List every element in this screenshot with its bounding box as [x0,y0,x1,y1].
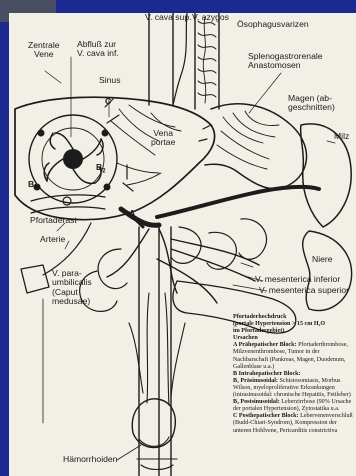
caption-a: A Prähepatischer Block: Pfortaderthrombo… [233,342,355,370]
caption-c-title: C Posthepatischer Block: [233,413,299,419]
oesophagus-varices [198,17,216,103]
kidney [303,231,352,311]
caption-heading: Pfortaderhochdruck (portale Hypertension… [233,314,355,335]
label-niere: Niere [312,255,333,264]
caption-b1: B₁ Präsinusoidal: Schistosomiasis, Morbu… [233,378,355,399]
label-sinus: Sinus [99,76,121,85]
label-vena-portae: Vena portae [151,129,175,148]
marker-a: A [129,209,135,218]
caption-b-title: B Intrahepatischer Block: [233,371,355,378]
caption-c: C Posthepatischer Block: Lebervenenversc… [233,413,355,434]
label-arterie: Arterie [40,235,65,244]
marker-c: C [105,97,111,106]
label-zentrale-vene: Zentrale Vene [28,41,60,60]
lower-veins [129,293,185,405]
splenic-vein [157,187,319,217]
label-v-mesenterica-inferior: V. mesenterica inferior [255,275,340,284]
vena-azygos [173,13,187,105]
central-vein [63,149,83,169]
stomach [205,104,307,189]
label-milz: Milz [334,132,349,141]
label-haemorrhoiden: Hämorrhoiden [63,455,117,464]
liver [15,97,215,220]
label-v-paraumbilicalis: V. para- umbilicalis (Caput medusae) [52,269,92,307]
marker-b2-sub: 2 [102,169,105,175]
caption-b2: B₂ Postsinusoidal: Leberzirrhose (90% Ur… [233,399,355,413]
label-splenogastrorenale: Splenogastrorenale Anastomosen [248,52,323,71]
umbilical-box [21,265,49,293]
caption-b2-title: B₂ Postsinusoidal: [233,399,280,405]
illustration-plate: V. cava sup. V. azygos Ösophagusvarizen … [9,13,356,476]
label-pfortaderast: Pfortaderast [30,216,77,225]
marker-b1-sub: 1 [34,186,37,192]
marker-b2: B2 [96,163,106,177]
label-oesophagusvarizen: Ösophagusvarizen [237,20,309,29]
vena-cava-superior [149,13,173,105]
stomach-vessels [217,111,279,169]
label-v-cava-sup: V. cava sup. [145,13,192,22]
marker-b1: B1 [28,180,38,194]
caption-a-title: A Prähepatischer Block: [233,342,297,348]
haemorrhoiden-leader [117,445,141,460]
caption-b1-title: B₁ Präsinusoidal: [233,378,278,384]
mesenteric-veins [107,229,259,303]
label-v-azygos: V. azygos [192,13,229,22]
label-abfluss: Abfluß zur V. cava inf. [77,40,119,59]
caption-block: Pfortaderhochdruck (portale Hypertension… [233,314,355,435]
label-magen: Magen (ab- geschnitten) [288,94,335,113]
label-v-mesenterica-superior: V. mesenterica superior [259,286,349,295]
